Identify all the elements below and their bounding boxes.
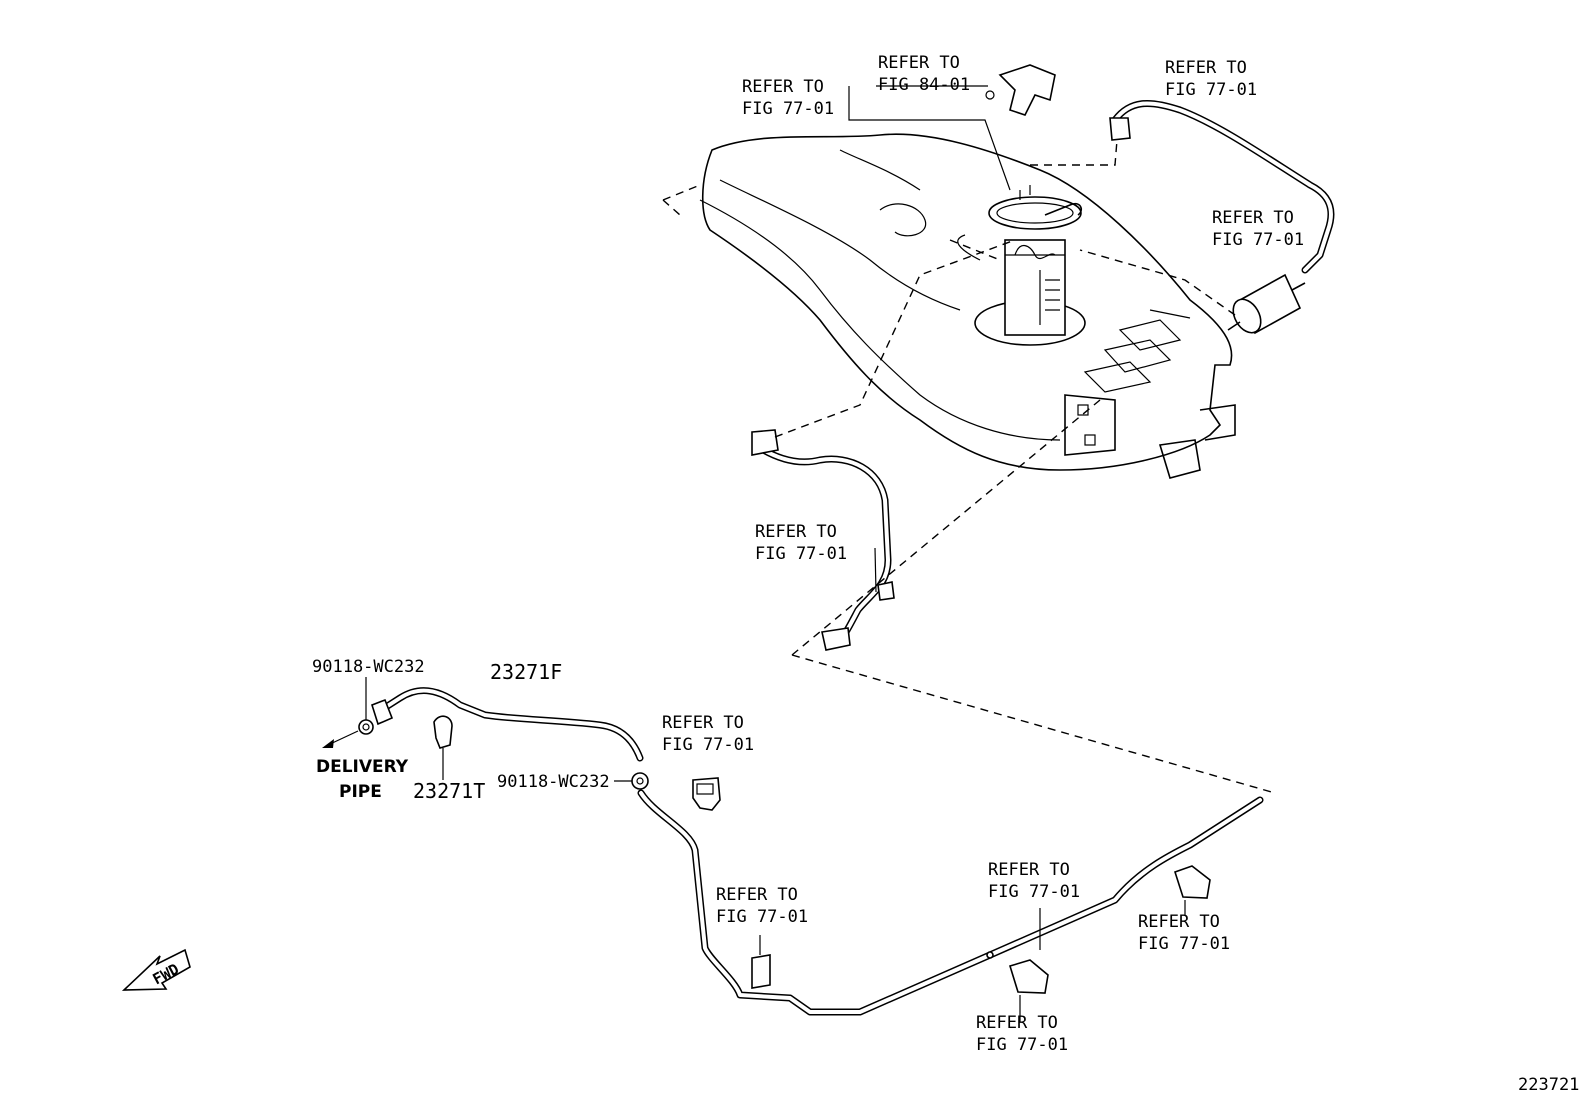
- label-refer-bracket-top: REFER TO FIG 84-01: [878, 53, 970, 95]
- label-refer-clip-mid: REFER TO FIG 77-01: [662, 713, 754, 755]
- svg-text:FIG 77-01: FIG 77-01: [1138, 934, 1230, 954]
- label-refer-clip-lower-left: REFER TO FIG 77-01: [716, 885, 808, 927]
- clip-bottom: [1008, 959, 1049, 1022]
- svg-text:PIPE: PIPE: [339, 782, 382, 802]
- svg-text:REFER TO: REFER TO: [1138, 912, 1220, 932]
- fuel-main-line: [637, 789, 1264, 1016]
- delivery-pipe-arrow: [322, 730, 359, 748]
- svg-text:FIG 77-01: FIG 77-01: [662, 735, 754, 755]
- return-hose-left: [751, 429, 895, 651]
- svg-text:REFER TO: REFER TO: [662, 713, 744, 733]
- svg-text:DELIVERY: DELIVERY: [316, 757, 409, 777]
- label-refer-hose-left: REFER TO FIG 77-01: [755, 522, 847, 564]
- figure-number: 223721: [1518, 1075, 1579, 1095]
- svg-text:REFER TO: REFER TO: [988, 860, 1070, 880]
- clamp-right: [614, 772, 649, 790]
- svg-text:REFER TO: REFER TO: [1212, 208, 1294, 228]
- part-number-hose: 23271F: [490, 660, 562, 684]
- fwd-arrow-icon: FWD: [121, 948, 191, 991]
- svg-text:FIG 84-01: FIG 84-01: [878, 75, 970, 95]
- svg-text:FIG 77-01: FIG 77-01: [988, 882, 1080, 902]
- part-number-clamp-right: 90118-WC232: [497, 772, 610, 792]
- label-refer-pump-left: REFER TO FIG 77-01: [742, 77, 834, 119]
- clamp-left: [358, 677, 374, 735]
- fuel-filter: [1227, 273, 1306, 335]
- label-refer-clip-lower-right: REFER TO FIG 77-01: [1138, 912, 1230, 954]
- svg-text:FIG 77-01: FIG 77-01: [1212, 230, 1304, 250]
- vent-hose-top-right: [1109, 99, 1335, 274]
- label-refer-filter-right: REFER TO FIG 77-01: [1212, 208, 1304, 250]
- hose-23271F: [371, 687, 644, 762]
- label-refer-line-center: REFER TO FIG 77-01: [988, 860, 1080, 902]
- svg-text:FIG 77-01: FIG 77-01: [976, 1035, 1068, 1055]
- reference-dashed-lines: [662, 139, 1276, 794]
- part-number-clip: 23271T: [413, 779, 485, 803]
- part-number-clamp-left: 90118-WC232: [312, 657, 425, 677]
- label-refer-clip-bottom: REFER TO FIG 77-01: [976, 1013, 1068, 1055]
- svg-text:FIG 77-01: FIG 77-01: [742, 99, 834, 119]
- fuel-pump-assembly: [974, 185, 1086, 346]
- clip-upper-connector: [692, 777, 721, 811]
- svg-text:REFER TO: REFER TO: [716, 885, 798, 905]
- leader-lines-misc: [874, 547, 1041, 950]
- clip-lower-right: [1174, 865, 1211, 916]
- fuel-tank: [699, 133, 1236, 479]
- svg-text:REFER TO: REFER TO: [1165, 58, 1247, 78]
- svg-text:FIG 77-01: FIG 77-01: [1165, 80, 1257, 100]
- clip-23271T: [433, 715, 453, 780]
- svg-text:REFER TO: REFER TO: [878, 53, 960, 73]
- svg-text:FIG 77-01: FIG 77-01: [716, 907, 808, 927]
- svg-text:REFER TO: REFER TO: [742, 77, 824, 97]
- bracket-part: [985, 64, 1056, 116]
- leader-lines-top: [848, 85, 1011, 191]
- svg-text:REFER TO: REFER TO: [755, 522, 837, 542]
- svg-text:REFER TO: REFER TO: [976, 1013, 1058, 1033]
- label-refer-hose-top-right: REFER TO FIG 77-01: [1165, 58, 1257, 100]
- svg-text:FIG 77-01: FIG 77-01: [755, 544, 847, 564]
- clip-lower-left: [751, 935, 771, 989]
- delivery-pipe-label: DELIVERY PIPE: [316, 757, 409, 802]
